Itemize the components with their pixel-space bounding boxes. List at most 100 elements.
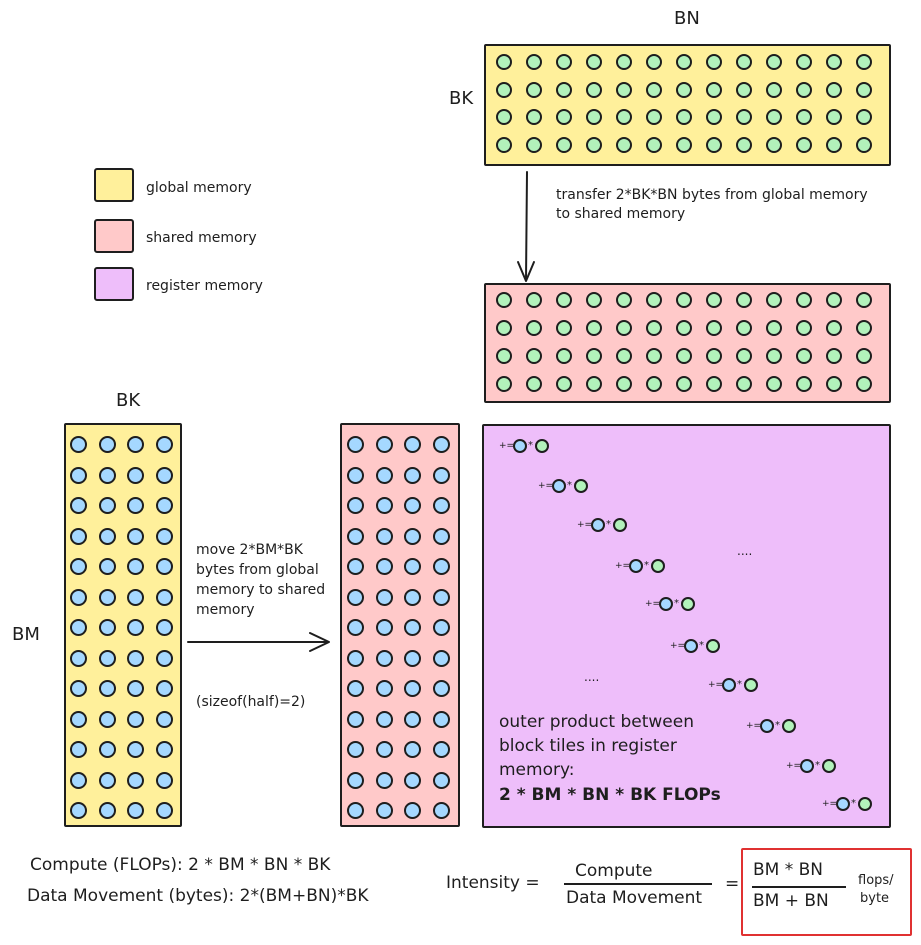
top-shared-dot xyxy=(556,292,572,308)
top-global-dot xyxy=(676,136,692,153)
top-shared-dot xyxy=(676,320,692,336)
mid-shared-dot xyxy=(404,802,421,819)
top-global-dot xyxy=(556,54,572,70)
left-global-dot xyxy=(155,649,173,667)
mid-shared-dot xyxy=(375,741,393,758)
top-global-dot xyxy=(796,136,812,153)
fraction1-numerator: Compute xyxy=(575,861,653,881)
mid-shared-dot xyxy=(347,619,364,636)
mid-shared-dot xyxy=(375,588,393,606)
top-global-dot xyxy=(826,81,842,98)
top-global-dot xyxy=(586,54,602,70)
left-global-dot xyxy=(127,497,144,514)
left-global-dot xyxy=(127,558,144,575)
mid-shared-dot xyxy=(375,497,393,514)
mid-shared-dot xyxy=(432,558,450,575)
left-global-dot xyxy=(155,680,173,697)
left-global-dot xyxy=(70,588,87,606)
left-global-dot xyxy=(155,466,173,484)
top-shared-dot xyxy=(586,292,602,308)
mid-shared-dot xyxy=(432,436,450,453)
left-global-dot xyxy=(127,466,144,484)
top-shared-dot xyxy=(646,376,662,392)
left-global-dot xyxy=(127,802,144,819)
mid-shared-dot xyxy=(404,466,421,484)
mid-shared-dot xyxy=(404,741,421,758)
top-global-dot xyxy=(766,136,782,153)
mid-shared-dot xyxy=(432,680,450,697)
top-global-dot xyxy=(826,109,842,125)
mid-shared-dot xyxy=(375,802,393,819)
left-global-dot xyxy=(155,802,173,819)
top-shared-dot xyxy=(736,376,752,392)
register-op-plus-equals: += xyxy=(577,520,593,530)
top-global-dot xyxy=(736,81,752,98)
top-shared-dot xyxy=(706,320,722,336)
top-global-dot xyxy=(646,81,662,98)
register-green-dot xyxy=(535,439,549,453)
top-global-dot xyxy=(646,54,662,70)
mid-shared-dot xyxy=(432,802,450,819)
top-global-dot xyxy=(616,54,632,70)
left-global-dot xyxy=(70,741,87,758)
left-global-dot xyxy=(98,527,116,545)
register-green-dot xyxy=(858,797,872,811)
register-op-multiply: * xyxy=(775,720,780,731)
register-op-multiply: * xyxy=(567,480,572,491)
fraction2-denominator: BM + BN xyxy=(753,891,829,911)
left-tile-bk-label: BK xyxy=(116,390,141,411)
mid-shared-dot xyxy=(347,527,364,545)
move-text-line2: bytes from global xyxy=(196,562,319,578)
top-shared-dot xyxy=(766,292,782,308)
sizeof-text: (sizeof(half)=2) xyxy=(196,694,306,710)
top-shared-dot xyxy=(526,376,542,392)
register-blue-dot xyxy=(722,678,736,692)
top-global-dot xyxy=(676,81,692,98)
left-global-dot xyxy=(70,619,87,636)
top-shared-dot xyxy=(616,320,632,336)
top-shared-dot xyxy=(766,376,782,392)
top-global-dot xyxy=(706,54,722,70)
mid-shared-dot xyxy=(404,527,421,545)
mid-shared-dot xyxy=(404,497,421,514)
left-global-dot xyxy=(98,466,116,484)
left-global-dot xyxy=(127,680,144,697)
left-global-dot xyxy=(70,680,87,697)
legend-shared-swatch xyxy=(94,219,134,253)
left-global-dot xyxy=(155,619,173,636)
mid-shared-dot xyxy=(375,619,393,636)
top-shared-dot xyxy=(556,348,572,364)
top-shared-dot xyxy=(826,320,842,336)
top-shared-dot xyxy=(496,320,512,336)
compute-formula: Compute (FLOPs): 2 * BM * BN * BK xyxy=(30,855,331,875)
top-global-dot xyxy=(586,136,602,153)
register-op-multiply: * xyxy=(528,440,533,451)
register-green-dot xyxy=(706,639,720,653)
register-ellipsis-2: .... xyxy=(584,670,600,684)
top-global-dot xyxy=(736,136,752,153)
mid-shared-dot xyxy=(404,680,421,697)
mid-shared-dot xyxy=(432,588,450,606)
register-op-plus-equals: += xyxy=(822,799,838,809)
left-global-dot xyxy=(98,588,116,606)
top-global-dot xyxy=(496,81,512,98)
register-desc-line3: memory: xyxy=(499,760,575,780)
top-global-dot xyxy=(856,109,872,125)
left-global-dot xyxy=(70,649,87,667)
top-global-dot xyxy=(766,81,782,98)
register-op-plus-equals: += xyxy=(499,441,515,451)
register-green-dot xyxy=(574,479,588,493)
top-shared-dot xyxy=(826,292,842,308)
mid-shared-dot xyxy=(347,649,364,667)
top-global-dot xyxy=(556,81,572,98)
register-blue-dot xyxy=(629,559,643,573)
top-shared-dot xyxy=(796,376,812,392)
register-op-plus-equals: += xyxy=(615,561,631,571)
mid-shared-dot xyxy=(432,649,450,667)
left-global-dot xyxy=(155,771,173,789)
top-shared-dot xyxy=(526,292,542,308)
left-global-dot xyxy=(155,497,173,514)
top-shared-dot xyxy=(646,292,662,308)
top-global-dot xyxy=(496,136,512,153)
register-op-multiply: * xyxy=(851,798,856,809)
